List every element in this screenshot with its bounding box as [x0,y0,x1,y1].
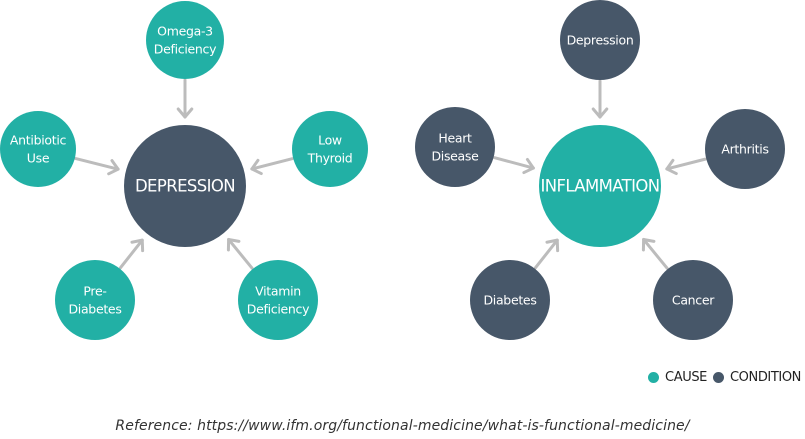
node-label: Use [27,151,50,166]
node-label: Diabetes [68,302,121,317]
arrow-head-icon [665,158,678,176]
legend-item-condition: CONDITION [712,370,801,385]
arrow-pre-diabetes [118,238,145,270]
node-label: Thyroid [307,151,353,166]
arrow-heart-disease [493,156,535,175]
arrow-head-icon [130,238,145,253]
arrow-head-icon [250,158,263,176]
arrow-shaft [665,157,707,171]
arrow-head-icon [522,157,535,175]
node-label: Deficiency [154,42,217,57]
node-label: Antibiotic [10,133,67,148]
arrow-shaft [493,156,535,170]
arrow-shaft [118,238,144,270]
condition-dot-icon [712,372,724,383]
arrow-depression [591,79,609,119]
depression-diagram: DEPRESSIONOmega-3DeficiencyAntibioticUse… [0,1,368,340]
node-label: Arthritis [721,142,768,157]
arrow-shaft [74,157,120,171]
arrow-vitamin-deficiency [226,237,254,270]
reference-text: Reference: https://www.ifm.org/functiona… [115,418,690,434]
condition-circle [470,260,550,340]
cause-circle [146,1,224,79]
condition-circle [415,107,495,187]
arrow-head-icon [641,237,656,252]
arrow-head-icon [107,159,120,176]
arrow-diabetes [533,238,560,270]
condition-circle [705,109,785,189]
legend-item-cause: CAUSE [648,370,707,385]
node-label: Diabetes [483,293,536,308]
node-diabetes: Diabetes [470,260,550,340]
node-pre-diabetes: Pre- Diabetes [55,260,135,340]
cause-circle [55,260,135,340]
center-circle [124,125,246,247]
arrow-head-icon [226,237,241,252]
node-label: Disease [431,149,479,164]
arrow-low-thyroid [250,157,294,176]
condition-circle [653,260,733,340]
node-label: Omega-3 [157,24,213,39]
legend-condition-label: CONDITION [729,370,801,385]
legend: CAUSE CONDITION [642,370,801,385]
cause-circle [292,111,368,187]
condition-circle [560,0,640,80]
node-label: Heart [438,131,472,146]
center-circle [539,125,661,247]
arrow-shaft [227,237,254,270]
center-node-inflammation: INFLAMMATION [539,125,661,247]
node-depression: Depression [560,0,640,80]
arrow-shaft [250,157,294,171]
legend-cause-label: CAUSE [665,370,707,385]
node-arthritis: Arthritis [705,109,785,189]
center-node-depression: DEPRESSION [124,125,246,247]
arrow-arthritis [665,157,707,176]
cause-circle [238,260,318,340]
node-label: Deficiency [247,302,310,317]
arrow-cancer [641,237,669,270]
node-label: Low [318,133,342,148]
arrow-head-icon [591,107,609,119]
node-label: Depression [567,33,634,48]
center-label: INFLAMMATION [540,177,659,196]
arrow-shaft [533,238,559,270]
node-label: Vitamin [255,284,301,299]
arrow-head-icon [545,238,560,253]
cause-dot-icon [648,372,660,383]
node-label: Pre- [83,284,106,299]
node-cancer: Cancer [653,260,733,340]
arrow-shaft [642,237,669,270]
cause-circle [0,111,76,187]
arrow-antibiotic-use [74,157,120,176]
node-label: Cancer [672,293,715,308]
arrow-head-icon [176,107,194,119]
center-label: DEPRESSION [135,177,235,196]
arrow-omega-3-deficiency [176,78,194,119]
